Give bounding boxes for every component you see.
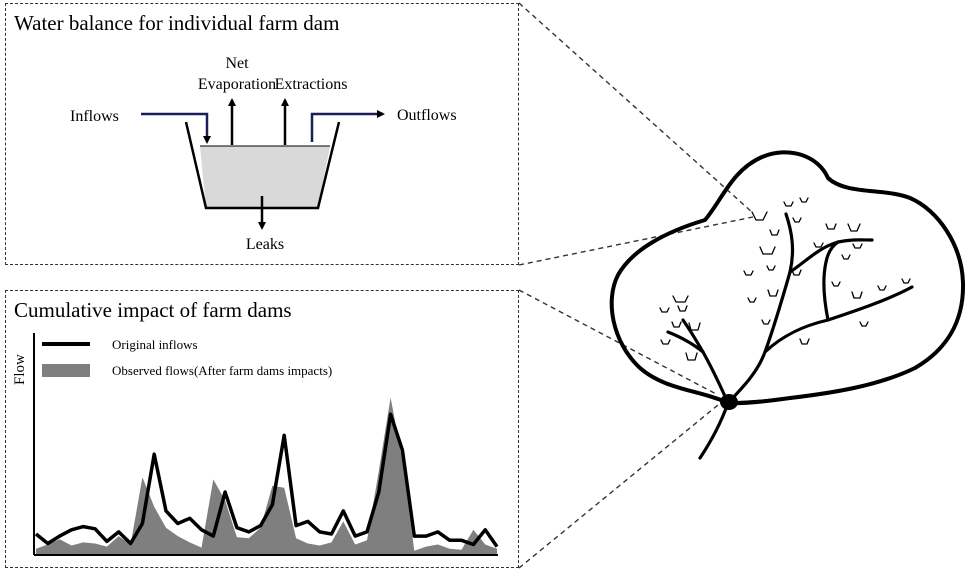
connector-lines: [518, 2, 754, 569]
inflow-arrow: [141, 112, 211, 144]
inflows-label: Inflows: [70, 108, 119, 125]
flow-chart: Flow Original inflows Observed flows(Aft…: [12, 333, 499, 556]
outflows-label: Outflows: [397, 107, 457, 124]
legend-label-original: Original inflows: [112, 337, 198, 352]
y-axis-label: Flow: [12, 354, 28, 385]
legend-label-observed: Observed flows(After farm dams impacts): [112, 363, 332, 378]
farm-dam-diagram: Inflows Net Evaporation Extractions Outf…: [70, 55, 457, 253]
legend-swatch-observed: [42, 364, 90, 377]
cumulative-impact-title: Cumulative impact of farm dams: [14, 298, 292, 322]
outflow-arrow: [310, 110, 385, 142]
leaks-label: Leaks: [246, 236, 284, 253]
catchment-map: [609, 150, 966, 460]
original-inflows-line: [34, 412, 499, 548]
farm-dam-markers: [659, 197, 911, 361]
catchment-outlet: [720, 394, 738, 410]
extractions-label: Extractions: [275, 76, 348, 93]
observed-flows-area: [36, 397, 497, 555]
water-balance-title: Water balance for individual farm dam: [14, 11, 340, 35]
dam-water: [200, 146, 330, 208]
stream-network: [666, 212, 914, 460]
catchment-boundary: [609, 150, 966, 406]
net-label: Net: [225, 55, 249, 72]
evaporation-label: Evaporation: [198, 76, 276, 93]
